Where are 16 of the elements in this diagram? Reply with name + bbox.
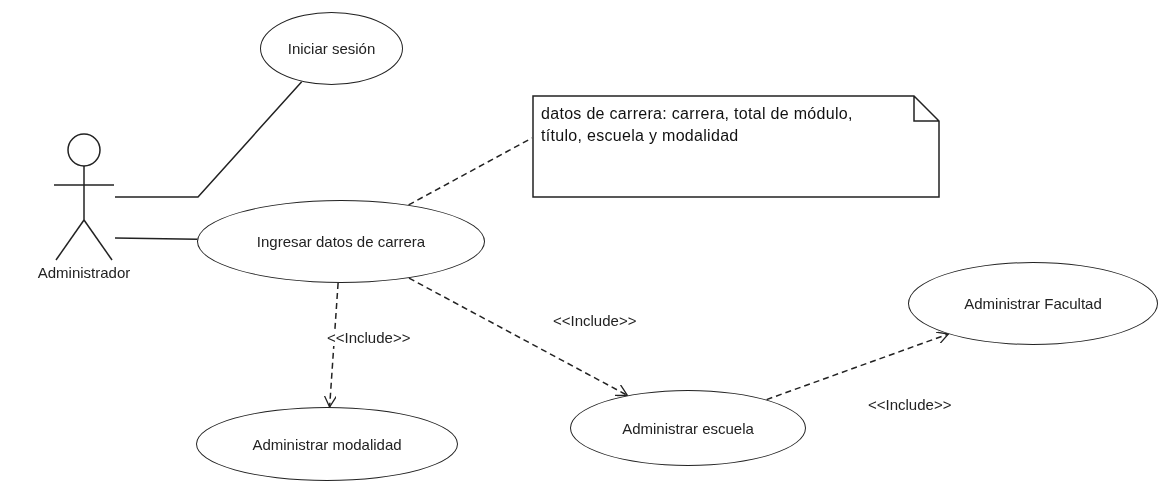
include-arrow — [765, 331, 950, 401]
actor-name: Administrador — [37, 264, 131, 281]
edge-label: <<Include>> — [551, 312, 639, 329]
use-case-ellipse: Ingresar datos de carrera — [197, 200, 485, 283]
use-case-ellipse: Administrar modalidad — [196, 407, 458, 481]
edge-label: <<Include>> — [325, 329, 413, 346]
use-case-ellipse: Administrar escuela — [570, 390, 806, 466]
note-text: datos de carrera: carrera, total de módulo, título, escuela y modalidad — [541, 105, 853, 145]
connector-line — [114, 237, 198, 241]
use-case-ellipse: Administrar Facultad — [908, 262, 1158, 345]
include-arrow — [323, 282, 339, 408]
edge-label: <<Include>> — [866, 396, 954, 413]
include-arrow — [408, 277, 629, 397]
use-case-ellipse: Iniciar sesión — [260, 12, 403, 85]
connector-line — [114, 80, 303, 198]
connector-line — [407, 137, 533, 206]
